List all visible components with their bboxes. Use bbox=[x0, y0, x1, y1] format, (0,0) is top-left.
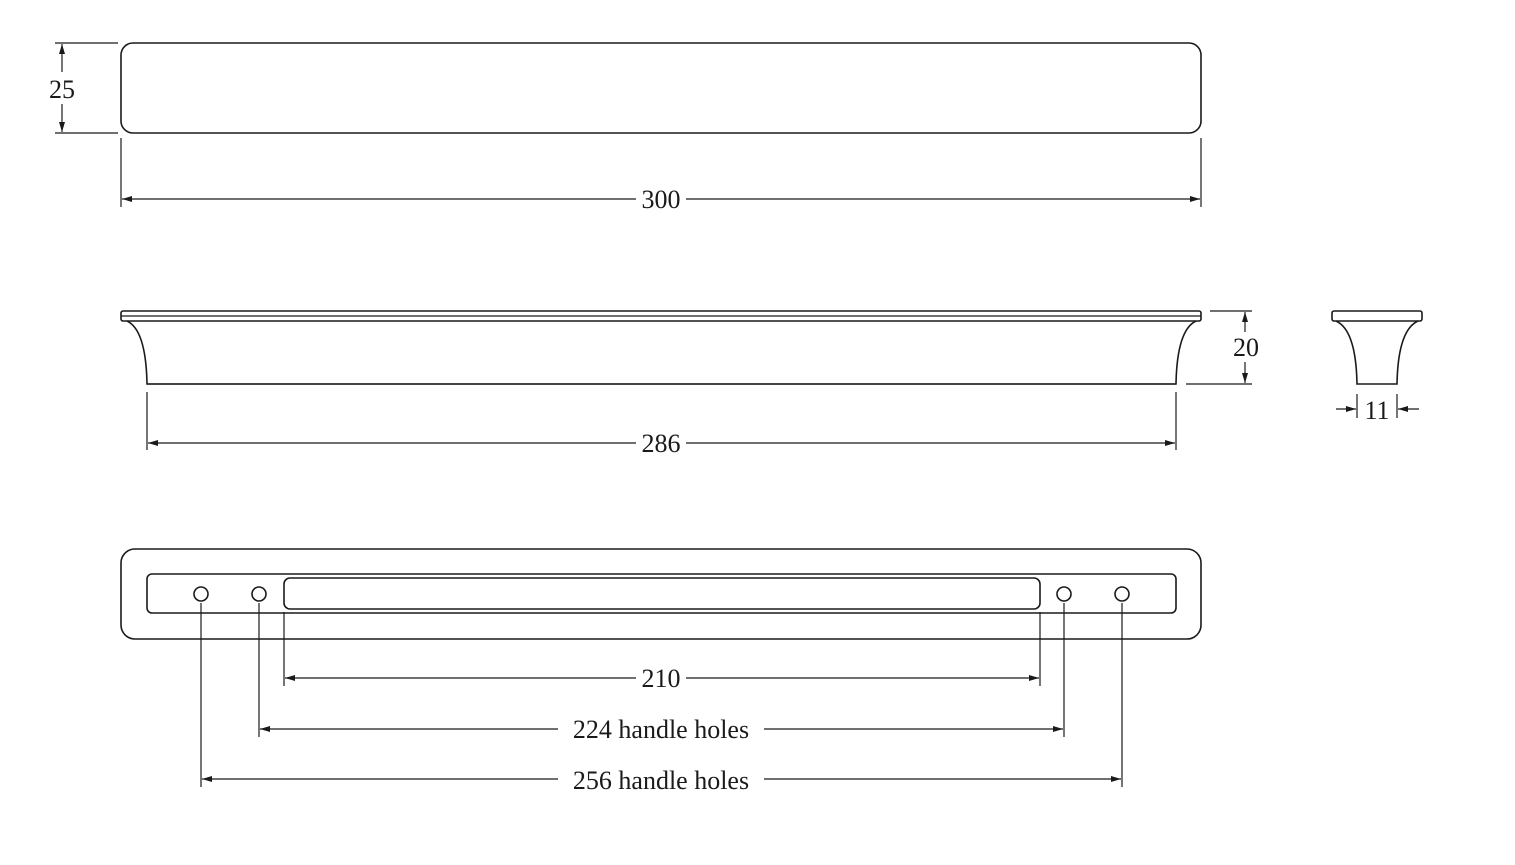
outer-holes-label: 256 handle holes bbox=[573, 766, 749, 795]
top-view: 25 300 bbox=[44, 42, 1202, 214]
bottom-view-slot bbox=[283, 577, 1041, 610]
side-length-dimension: 286 bbox=[146, 392, 1177, 458]
side-height-dimension: 20 bbox=[1186, 310, 1264, 385]
slot-label: 210 bbox=[642, 664, 681, 693]
top-view-outline bbox=[120, 42, 1202, 134]
side-view-body bbox=[126, 320, 1197, 385]
side-length-label: 286 bbox=[642, 429, 681, 458]
handle-hole-outer-left bbox=[193, 586, 209, 602]
bottom-view-outline bbox=[120, 548, 1202, 640]
bottom-view-channel bbox=[146, 573, 1177, 614]
side-view: 20 286 bbox=[120, 310, 1264, 458]
handle-hole-inner-left bbox=[251, 586, 267, 602]
inner-holes-label: 224 handle holes bbox=[573, 715, 749, 744]
top-height-label: 25 bbox=[49, 75, 75, 104]
end-width-dimension: 11 bbox=[1336, 394, 1419, 425]
outer-holes-dimension: 256 handle holes bbox=[200, 603, 1123, 795]
handle-hole-inner-right bbox=[1056, 586, 1072, 602]
end-view-top-plate bbox=[1331, 310, 1423, 322]
end-view-body bbox=[1335, 320, 1419, 385]
top-height-dimension: 25 bbox=[44, 42, 118, 134]
top-length-label: 300 bbox=[642, 185, 681, 214]
handle-hole-outer-right bbox=[1114, 586, 1130, 602]
top-length-dimension: 300 bbox=[120, 138, 1202, 214]
inner-holes-dimension: 224 handle holes bbox=[258, 603, 1065, 744]
slot-dimension: 210 bbox=[283, 612, 1041, 693]
end-view: 11 bbox=[1331, 310, 1423, 425]
side-height-label: 20 bbox=[1233, 333, 1259, 362]
bottom-view: 210 224 handle holes 256 handle holes bbox=[120, 548, 1202, 795]
end-width-label: 11 bbox=[1364, 396, 1389, 425]
